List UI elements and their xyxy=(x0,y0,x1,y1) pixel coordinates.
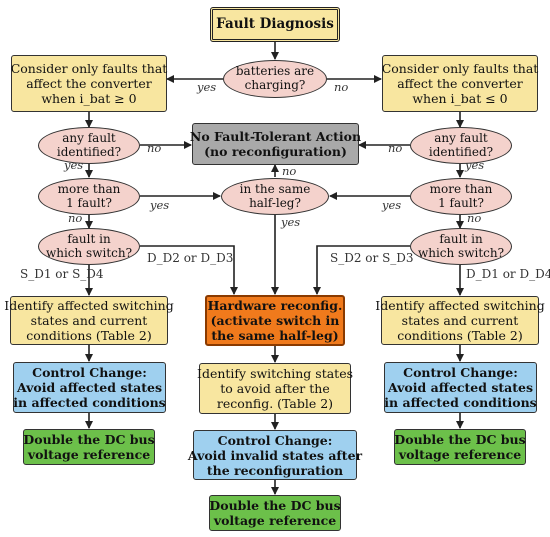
any-fault-right-yes-label: yes xyxy=(465,158,485,172)
switch-label-sd1-sd4: S_D1 or S_D4 xyxy=(20,267,104,281)
double-dc-bus-right-node: Double the DC bus voltage reference xyxy=(394,429,526,465)
same-half-leg-no-label: no xyxy=(282,164,297,178)
right-consider-line-2: affect the converter xyxy=(397,76,523,91)
charging-yes-label: yes xyxy=(197,80,217,94)
control-left-line-2: Avoid affected states xyxy=(16,380,163,395)
identify-mid-line-3: reconfig. (Table 2) xyxy=(216,396,334,411)
any-fault-left-yes-label: yes xyxy=(64,158,84,172)
identify-mid-line-2: to avoid after the xyxy=(220,381,330,396)
double-dc-bus-left-node: Double the DC bus voltage reference xyxy=(23,429,155,465)
more-right-no-label: no xyxy=(467,211,482,225)
right-consider-line-3: when i_bat ≤ 0 xyxy=(412,91,508,106)
left-consider-line-3: when i_bat ≥ 0 xyxy=(41,91,137,106)
which-left-line-1: fault in xyxy=(67,231,111,246)
which-switch-right-decision: fault in which switch? xyxy=(410,228,512,265)
control-change-right-node: Control Change: Avoid affected states in… xyxy=(384,362,537,413)
identify-left-line-3: conditions (Table 2) xyxy=(26,328,152,343)
hw-line-1: Hardware reconfig. xyxy=(207,298,343,313)
any-fault-right-decision: any fault identified? xyxy=(410,127,512,164)
switch-label-sd2-sd3: S_D2 or S_D3 xyxy=(330,251,414,265)
left-consider-node: Consider only faults that affect the con… xyxy=(11,55,167,112)
no-fault-tolerant-action-node: No Fault-Tolerant Action (no reconfigura… xyxy=(189,123,362,165)
same-half-leg-line-1: in the same xyxy=(239,181,311,196)
more-right-line-1: more than xyxy=(429,181,493,196)
control-mid-line-1: Control Change: xyxy=(217,432,333,448)
more-left-line-1: more than xyxy=(57,181,121,196)
any-fault-right-no-label: no xyxy=(388,141,403,155)
any-fault-left-decision: any fault identified? xyxy=(38,127,140,164)
control-mid-line-3: the reconfiguration xyxy=(206,462,344,478)
identify-left-line-1: Identify affected switching xyxy=(4,298,174,313)
double-dc-bus-mid-node: Double the DC bus voltage reference xyxy=(209,495,341,531)
right-consider-line-1: Consider only faults that xyxy=(381,61,539,76)
more-right-line-2: 1 fault? xyxy=(438,195,484,210)
double-mid-line-2: voltage reference xyxy=(213,513,337,528)
no-action-line-2: (no reconfiguration) xyxy=(204,144,347,159)
identify-affected-left-node: Identify affected switching states and c… xyxy=(4,296,174,345)
double-right-line-2: voltage reference xyxy=(398,447,522,462)
more-than-one-fault-left-decision: more than 1 fault? xyxy=(38,178,140,215)
control-left-line-3: in affected conditions xyxy=(13,395,166,410)
control-right-line-1: Control Change: xyxy=(403,365,518,380)
left-consider-line-2: affect the converter xyxy=(26,76,152,91)
control-mid-line-2: Avoid invalid states after xyxy=(187,447,363,463)
more-than-one-fault-right-decision: more than 1 fault? xyxy=(410,178,512,215)
hardware-reconfig-node: Hardware reconfig. (activate switch in t… xyxy=(205,295,345,346)
any-fault-left-line-2: identified? xyxy=(56,144,122,159)
double-mid-line-1: Double the DC bus xyxy=(209,498,341,513)
fault-diagnosis-label: Fault Diagnosis xyxy=(216,16,334,33)
hw-line-2: (activate switch in xyxy=(210,313,340,328)
any-fault-left-line-1: any fault xyxy=(62,130,116,145)
control-change-left-node: Control Change: Avoid affected states in… xyxy=(13,362,166,413)
same-half-leg-yes-label: yes xyxy=(281,215,301,229)
left-consider-line-1: Consider only faults that xyxy=(10,61,168,76)
fault-diagnosis-node: Fault Diagnosis xyxy=(210,7,340,42)
which-switch-left-decision: fault in which switch? xyxy=(38,228,140,265)
any-fault-right-line-2: identified? xyxy=(428,144,494,159)
more-left-yes-label: yes xyxy=(150,198,170,212)
control-change-mid-node: Control Change: Avoid invalid states aft… xyxy=(188,430,362,480)
which-right-line-1: fault in xyxy=(439,231,483,246)
which-left-line-2: which switch? xyxy=(45,245,133,260)
same-half-leg-line-2: half-leg? xyxy=(249,195,301,210)
identify-left-line-2: states and current xyxy=(30,313,148,328)
switch-label-dd2-dd3: D_D2 or D_D3 xyxy=(147,251,234,265)
control-right-line-2: Avoid affected states xyxy=(387,380,534,395)
control-left-line-1: Control Change: xyxy=(32,365,147,380)
any-fault-right-line-1: any fault xyxy=(434,130,488,145)
identify-right-line-1: Identify affected switching xyxy=(375,298,545,313)
any-fault-left-no-label: no xyxy=(147,141,162,155)
double-left-line-2: voltage reference xyxy=(27,447,151,462)
same-half-leg-decision: in the same half-leg? xyxy=(221,178,329,215)
identify-mid-line-1: Identify switching states xyxy=(197,366,354,381)
charging-line-2: charging? xyxy=(244,78,306,92)
which-right-line-2: which switch? xyxy=(417,245,505,260)
identify-affected-right-node: Identify affected switching states and c… xyxy=(375,296,545,345)
no-action-line-1: No Fault-Tolerant Action xyxy=(189,129,362,144)
more-left-no-label: no xyxy=(68,211,83,225)
hw-line-3: the same half-leg) xyxy=(211,328,339,343)
charging-no-label: no xyxy=(334,80,349,94)
control-right-line-3: in affected conditions xyxy=(384,395,537,410)
charging-line-1: batteries are xyxy=(235,64,315,79)
more-right-yes-label: yes xyxy=(382,198,402,212)
right-consider-node: Consider only faults that affect the con… xyxy=(382,55,538,112)
double-right-line-1: Double the DC bus xyxy=(394,432,526,447)
switch-label-dd1-dd4: D_D1 or D_D4 xyxy=(466,267,550,281)
batteries-charging-decision: batteries are charging? xyxy=(223,60,327,98)
identify-switching-states-mid-node: Identify switching states to avoid after… xyxy=(197,363,354,414)
identify-right-line-3: conditions (Table 2) xyxy=(397,328,523,343)
double-left-line-1: Double the DC bus xyxy=(23,432,155,447)
identify-right-line-2: states and current xyxy=(401,313,519,328)
more-left-line-2: 1 fault? xyxy=(66,195,112,210)
